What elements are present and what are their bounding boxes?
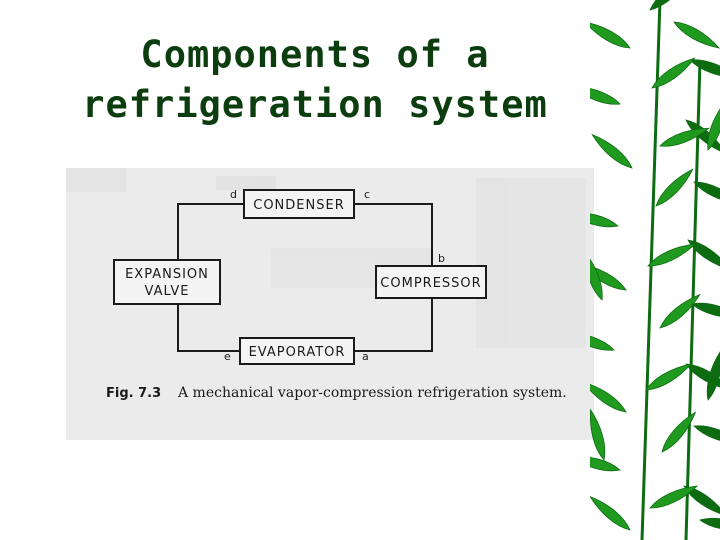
bamboo-leaf	[590, 249, 603, 301]
bamboo-leaf	[687, 239, 720, 271]
figure-caption: A mechanical vapor-compression refrigera…	[177, 385, 567, 401]
diagram-image: CONDENSER EXPANSION VALVE COMPRESSOR EVA…	[66, 168, 594, 440]
bamboo-leaf	[590, 455, 621, 472]
bamboo-leaf	[590, 495, 631, 531]
bamboo-leaf	[699, 517, 720, 531]
bamboo-leaf	[590, 331, 615, 351]
expansion-valve-label-1: EXPANSION	[125, 267, 209, 282]
title-line-1: Components of a	[140, 33, 490, 76]
bamboo-leaf	[591, 133, 633, 169]
point-label-a: a	[362, 350, 369, 363]
condenser-box	[243, 189, 355, 219]
refrigeration-cycle-diagram: CONDENSER EXPANSION VALVE COMPRESSOR EVA…	[66, 168, 586, 401]
bamboo-leaf	[649, 485, 699, 509]
evaporator-box	[239, 337, 355, 365]
bamboo-leaf	[647, 243, 697, 267]
bamboo-leaf	[659, 293, 701, 329]
component-boxes	[113, 189, 487, 365]
bamboo-leaf	[693, 425, 720, 445]
bamboo-leaf	[693, 181, 720, 205]
bamboo-leaf	[651, 57, 696, 89]
bamboo-leaf-border	[590, 0, 720, 540]
evaporator-label: EVAPORATOR	[249, 345, 346, 360]
bamboo-leaf	[590, 211, 619, 228]
compressor-label: COMPRESSOR	[380, 276, 481, 291]
bamboo-leaf	[707, 99, 720, 151]
bamboo-leaf	[590, 21, 631, 49]
scan-noise	[66, 168, 586, 348]
cycle-lines	[177, 203, 433, 352]
bamboo-leaf	[590, 381, 627, 413]
slide-title: Components of a refrigeration system	[30, 30, 600, 130]
point-label-e: e	[224, 350, 231, 363]
bamboo-leaf	[649, 0, 691, 11]
bamboo-leaf	[659, 127, 711, 147]
expansion-valve-box	[113, 259, 221, 305]
compressor-box	[375, 265, 487, 299]
line-a-to-compressor	[354, 298, 433, 352]
line-d-to-valve	[177, 203, 244, 260]
figure-number: Fig. 7.3	[106, 386, 161, 401]
bamboo-leaf	[590, 85, 621, 105]
expansion-valve-label-2: VALVE	[145, 284, 190, 299]
condenser-label: CONDENSER	[253, 198, 344, 213]
bamboo-leaf	[661, 411, 697, 453]
point-label-d: d	[230, 188, 237, 201]
bamboo-leaf	[683, 485, 720, 517]
bamboo-leaf	[655, 168, 694, 207]
bamboo-leaf	[590, 408, 606, 461]
bamboo-leaf	[691, 302, 720, 319]
bamboo-leaf	[706, 348, 720, 401]
line-valve-to-e	[177, 296, 240, 352]
bamboo-stem	[640, 0, 662, 540]
point-label-c: c	[364, 188, 370, 201]
title-line-2: refrigeration system	[82, 83, 548, 126]
point-label-b: b	[438, 252, 445, 265]
bamboo-leaf	[689, 59, 720, 79]
line-compressor-to-c	[354, 203, 433, 266]
bamboo-leaf	[645, 363, 693, 391]
bamboo-leaf	[673, 21, 720, 49]
